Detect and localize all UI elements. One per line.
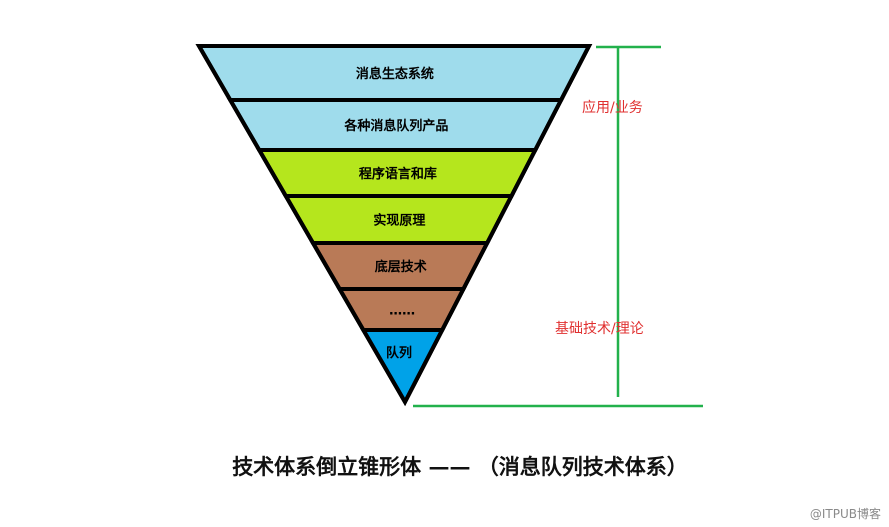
cone-outline (195, 44, 593, 407)
cone-layer-label-4: 实现原理 (373, 213, 425, 229)
cone-layer-label-1: 消息生态系统 (356, 66, 434, 82)
diagram-title: 技术体系倒立锥形体 —— （消息队列技术体系） (232, 454, 688, 479)
side-label-foundation: 基础技术/理论 (555, 320, 644, 337)
cone-layer-label-3: 程序语言和库 (359, 166, 437, 182)
green-bracket (413, 45, 703, 408)
cone-layer-label-6: …… (389, 304, 415, 319)
watermark-text: @ITPUB博客 (810, 506, 881, 521)
cone-layer-label-2: 各种消息队列产品 (343, 118, 448, 134)
cone-layer-7 (359, 328, 446, 407)
watermark: @ITPUB博客 (810, 506, 881, 521)
cone-layer-label-7: 队列 (386, 345, 412, 361)
cone-layer-label-5: 底层技术 (375, 259, 427, 275)
side-label-application: 应用/业务 (582, 99, 643, 116)
